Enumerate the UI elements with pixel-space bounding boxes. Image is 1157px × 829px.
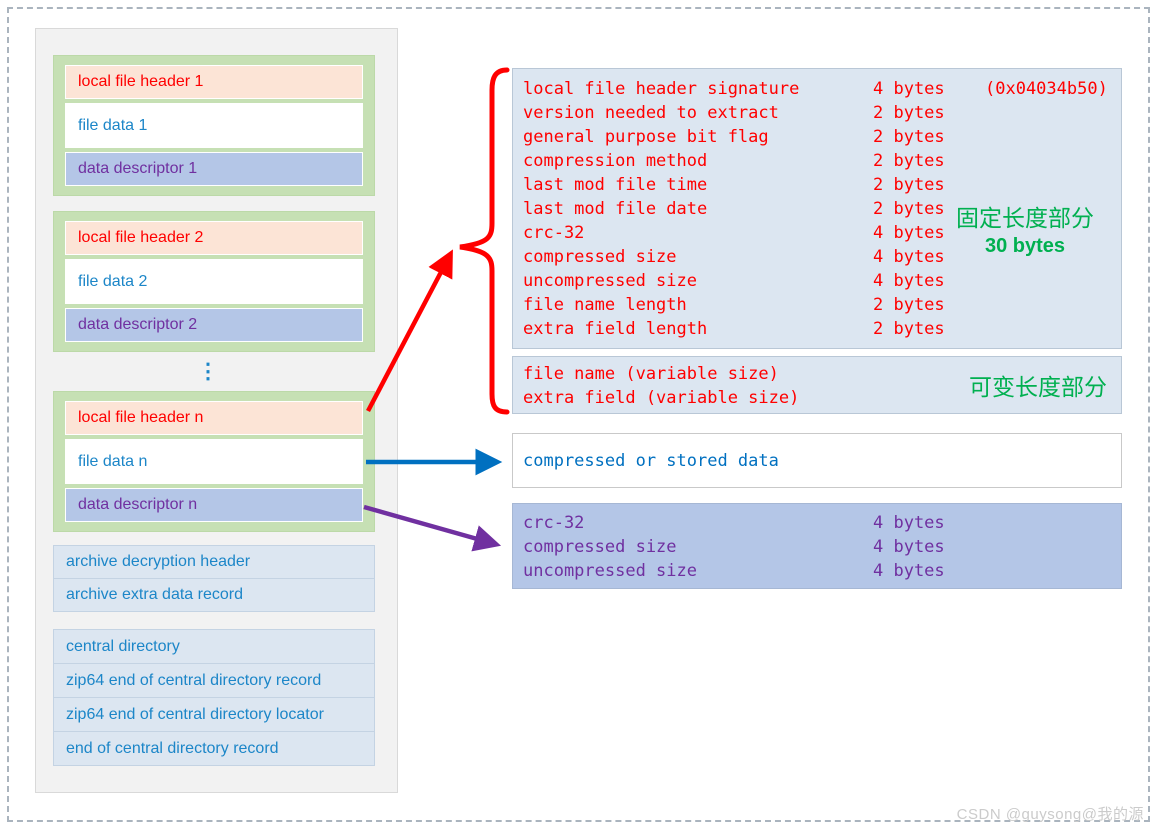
variable-length-fields-box: file name (variable size) extra field (v… <box>512 356 1122 414</box>
field-row: last mod file time 2 bytes <box>523 175 945 195</box>
file-data-n: file data n <box>65 439 363 484</box>
field-row: compression method 2 bytes <box>523 151 945 171</box>
zip64-eocd-record-row: zip64 end of central directory record <box>53 663 375 698</box>
archive-extra-data-record-row: archive extra data record <box>53 578 375 612</box>
data-descriptor-1: data descriptor 1 <box>65 152 363 186</box>
field-row: file name length 2 bytes <box>523 295 945 315</box>
field-row: extra field length 2 bytes <box>523 319 945 339</box>
central-directory-row: central directory <box>53 629 375 664</box>
field-row: uncompressed size 4 bytes <box>523 271 945 291</box>
field-row: general purpose bit flag 2 bytes <box>523 127 945 147</box>
data-descriptor-box: crc-32 4 bytes compressed size 4 bytes u… <box>512 503 1122 589</box>
zip64-eocd-locator-row: zip64 end of central directory locator <box>53 697 375 732</box>
fixed-length-fields-box: local file header signature 4 bytes (0x0… <box>512 68 1122 349</box>
data-descriptor-n: data descriptor n <box>65 488 363 522</box>
local-file-header-2: local file header 2 <box>65 221 363 255</box>
variable-length-label: 可变长度部分 <box>969 375 1107 401</box>
fixed-length-label: 固定长度部分 <box>956 206 1094 232</box>
fixed-length-bytes: 30 bytes <box>984 235 1066 257</box>
vertical-ellipsis: ⋮ <box>197 360 219 383</box>
field-label: local file header signature <box>523 79 800 99</box>
zip-structure-panel: local file header 1 file data 1 data des… <box>35 28 398 793</box>
file-data-1: file data 1 <box>65 103 363 148</box>
red-brace <box>459 67 510 415</box>
csdn-watermark: CSDN @guysong@我的源 <box>956 806 1144 823</box>
field-row: compressed size 4 bytes <box>523 247 945 267</box>
field-note: (0x04034b50) <box>985 79 1108 99</box>
field-row: uncompressed size 4 bytes <box>523 561 945 581</box>
field-row: file name (variable size) <box>523 364 779 384</box>
local-file-block-2: local file header 2 file data 2 data des… <box>53 211 375 352</box>
field-row: local file header signature 4 bytes (0x0… <box>523 77 1121 101</box>
field-row: crc-32 4 bytes <box>523 513 945 533</box>
archive-decryption-header-row: archive decryption header <box>53 545 375 579</box>
compressed-data-box: compressed or stored data <box>512 433 1122 488</box>
local-file-header-1: local file header 1 <box>65 65 363 99</box>
data-descriptor-2: data descriptor 2 <box>65 308 363 342</box>
eocd-record-row: end of central directory record <box>53 731 375 766</box>
local-file-block-1: local file header 1 file data 1 data des… <box>53 55 375 196</box>
file-data-2: file data 2 <box>65 259 363 304</box>
archive-rows-group: archive decryption header archive extra … <box>53 545 375 612</box>
field-row: version needed to extract 2 bytes <box>523 103 945 123</box>
compressed-data-label: compressed or stored data <box>523 450 779 471</box>
fixed-length-annotation: 固定长度部分 30 bytes <box>935 199 1115 258</box>
field-row: crc-32 4 bytes <box>523 223 945 243</box>
local-file-block-n: local file header n file data n data des… <box>53 391 375 532</box>
field-row: extra field (variable size) <box>523 388 800 408</box>
field-size: 4 bytes <box>873 79 945 99</box>
field-row: last mod file date 2 bytes <box>523 199 945 219</box>
local-file-header-n: local file header n <box>65 401 363 435</box>
central-directory-group: central directory zip64 end of central d… <box>53 629 375 766</box>
field-row: compressed size 4 bytes <box>523 537 945 557</box>
